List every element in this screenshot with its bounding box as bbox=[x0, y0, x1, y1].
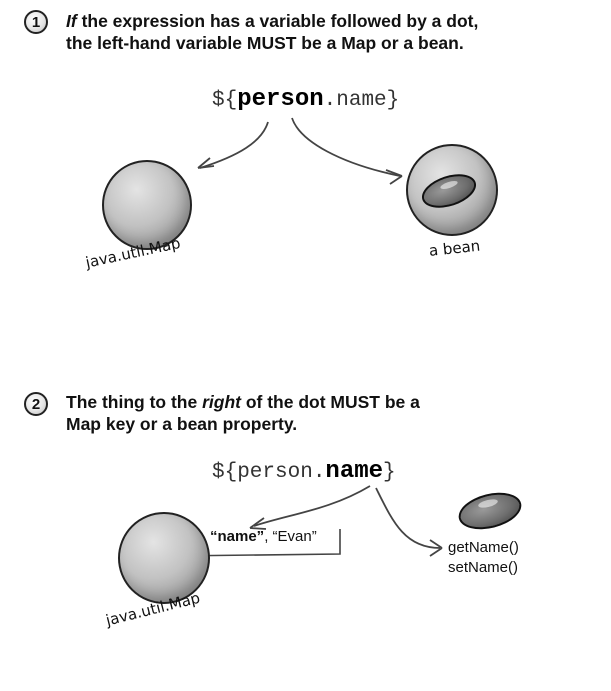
heading-emphasis: right bbox=[202, 392, 241, 412]
expr-prefix: ${ bbox=[212, 89, 238, 112]
arrow-to-entry bbox=[253, 485, 371, 527]
arrow-to-map bbox=[199, 121, 269, 169]
arrow-to-entry-head bbox=[249, 517, 267, 530]
arrow-to-methods bbox=[375, 487, 441, 549]
expr-suffix: } bbox=[383, 461, 396, 484]
arrow-to-methods-head bbox=[429, 539, 443, 557]
heading-text: The thing to the bbox=[66, 392, 203, 412]
setter-method: setName() bbox=[448, 559, 519, 576]
section-1-heading: If the expression has a variable followe… bbox=[66, 10, 478, 54]
step-2-number: 2 bbox=[31, 395, 41, 413]
expr-bold-part: person bbox=[237, 86, 324, 113]
heading-text-line2: Map key or a bean property. bbox=[66, 414, 298, 434]
expr-bold-part: name bbox=[325, 458, 384, 485]
heading-emphasis: If bbox=[66, 11, 77, 31]
map-entry-value: , “Evan” bbox=[264, 528, 317, 545]
arrow-to-bean bbox=[291, 117, 401, 177]
getter-method: getName() bbox=[448, 539, 519, 556]
map-entry-key: “name” bbox=[210, 528, 265, 545]
expr-prefix: ${person. bbox=[212, 461, 326, 484]
heading-text-rest: of the dot MUST be a bbox=[240, 392, 420, 412]
section-2-heading: The thing to the right of the dot MUST b… bbox=[66, 391, 420, 435]
expression-2: ${person.name} bbox=[212, 458, 396, 485]
map-ball-2 bbox=[118, 512, 210, 604]
step-1-badge: 1 bbox=[24, 10, 48, 34]
arrow-to-bean-head bbox=[385, 169, 403, 185]
expression-1: ${person.name} bbox=[212, 86, 399, 113]
map-ball-1 bbox=[102, 160, 192, 250]
entry-frame bbox=[171, 529, 341, 557]
heading-text: the expression has a variable followed b… bbox=[76, 11, 479, 31]
expr-suffix: .name} bbox=[323, 89, 400, 112]
arrow-to-map-head bbox=[197, 157, 215, 169]
heading-text-line2: the left-hand variable MUST be a Map or … bbox=[66, 33, 464, 53]
step-1-number: 1 bbox=[31, 13, 41, 31]
step-2-badge: 2 bbox=[24, 392, 48, 416]
map-entry: “name”, “Evan” bbox=[210, 528, 317, 545]
